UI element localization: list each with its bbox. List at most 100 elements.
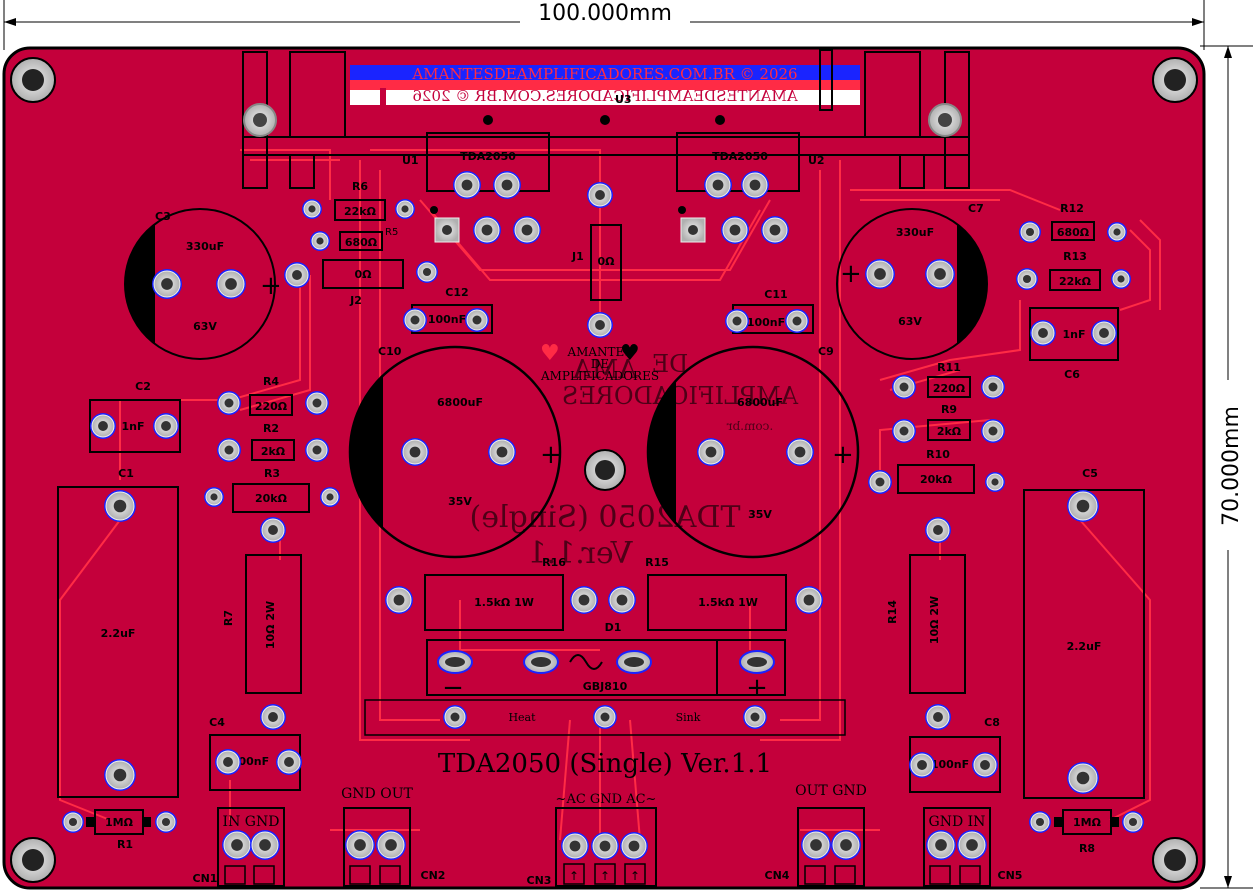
pad-hole	[224, 445, 234, 455]
pad-hole	[794, 446, 806, 458]
pad-hole	[988, 426, 998, 436]
svg-text:C2: C2	[135, 380, 151, 393]
svg-text:AMA: AMA	[572, 355, 638, 385]
svg-text:R3: R3	[264, 467, 280, 480]
svg-text:2.2uF: 2.2uF	[1067, 640, 1102, 653]
pad-hole	[521, 224, 533, 236]
resistor-r7: 10Ω 2W R7	[222, 554, 302, 694]
svg-text:22kΩ: 22kΩ	[344, 205, 377, 218]
svg-text:U2: U2	[808, 154, 825, 167]
pad-hole	[113, 499, 127, 513]
svg-text:R8: R8	[1079, 842, 1095, 855]
mount-hole-center	[584, 449, 626, 491]
svg-text:330uF: 330uF	[186, 240, 224, 253]
svg-text:R6: R6	[352, 180, 368, 193]
svg-text:CN2: CN2	[421, 869, 446, 882]
pad-hole	[225, 278, 237, 290]
svg-text:35V: 35V	[448, 495, 472, 508]
pad-hole	[899, 382, 909, 392]
svg-text:R16: R16	[542, 556, 566, 569]
pad-hole	[461, 179, 473, 191]
copper-traces	[59, 149, 1161, 841]
svg-text:Sink: Sink	[676, 711, 701, 724]
pad-hole	[312, 398, 322, 408]
svg-text:R13: R13	[1063, 250, 1087, 263]
pad-hole	[409, 446, 421, 458]
banner-mirror-text: AMANTESDEAMPLIFICADORES.COM.BR © 2026	[412, 87, 798, 105]
pad-hole	[810, 839, 822, 851]
svg-text:C5: C5	[1082, 467, 1098, 480]
pad-hole	[840, 839, 852, 851]
svg-text:35V: 35V	[748, 508, 772, 521]
resistor-r12: 680Ω R12	[1051, 202, 1095, 241]
capacitor-c1: 2.2uF C1	[57, 467, 179, 798]
resistor-r13: 22kΩ R13	[1049, 250, 1101, 291]
pad-hole	[769, 224, 781, 236]
resistor-r1: 1MΩ R1	[86, 809, 151, 851]
resistor-r15: 1.5kΩ 1W R15	[645, 556, 787, 631]
svg-text:TDA2050: TDA2050	[460, 150, 516, 163]
resistor-r5: 680Ω R5	[339, 227, 398, 251]
pad-hole	[933, 525, 943, 535]
pad-hole	[68, 817, 78, 827]
svg-text:↑: ↑	[630, 869, 640, 883]
pad-hole	[496, 446, 508, 458]
svg-text:+: +	[840, 259, 862, 289]
pad-hole	[385, 839, 397, 851]
svg-text:10Ω 2W: 10Ω 2W	[928, 596, 941, 644]
capacitor-c5: 2.2uF C5	[1023, 467, 1145, 799]
pad-hole	[875, 477, 885, 487]
svg-text:22kΩ: 22kΩ	[1059, 275, 1092, 288]
resistor-r10: 20kΩ R10	[897, 448, 975, 494]
pad-hole	[1035, 817, 1045, 827]
pad-hole	[933, 712, 943, 722]
svg-text:Ver.1.1: Ver.1.1	[528, 536, 634, 571]
svg-text:TDA2050 (Single): TDA2050 (Single)	[469, 500, 740, 535]
connector-cn5: GND IN CN5	[923, 807, 1022, 887]
mount-hole-br	[1152, 837, 1198, 883]
svg-text:OUT GND: OUT GND	[795, 783, 867, 799]
pad-hole	[1025, 227, 1035, 237]
pad-hole	[792, 316, 802, 326]
svg-text:20kΩ: 20kΩ	[920, 473, 953, 486]
svg-text:680Ω: 680Ω	[345, 236, 378, 249]
svg-text:J2: J2	[349, 294, 362, 307]
mount-hole-tl	[10, 57, 56, 103]
pad-hole	[599, 840, 611, 852]
pin1-marker	[678, 206, 686, 214]
connector-cn2: GND OUT CN2	[341, 786, 446, 887]
pad-hole	[98, 421, 108, 431]
svg-text:+: +	[746, 673, 768, 703]
svg-text:2.2uF: 2.2uF	[101, 627, 136, 640]
svg-text:−: −	[442, 673, 464, 703]
pad-hole	[600, 712, 610, 722]
svg-text:CN1: CN1	[193, 872, 218, 885]
svg-text:C1: C1	[118, 467, 134, 480]
svg-text:R4: R4	[263, 375, 279, 388]
pad-hole	[747, 657, 767, 667]
pad-hole	[1038, 328, 1048, 338]
svg-text:R9: R9	[941, 403, 957, 416]
pad-hole	[410, 315, 420, 325]
pad-hole	[732, 316, 742, 326]
pin1-marker	[430, 206, 438, 214]
svg-text:0Ω: 0Ω	[597, 255, 615, 268]
pad-hole	[401, 205, 409, 213]
pad-hole	[326, 493, 334, 501]
pad-hole	[210, 493, 218, 501]
pad-hole	[472, 315, 482, 325]
svg-text:R15: R15	[645, 556, 669, 569]
svg-text:220Ω: 220Ω	[933, 382, 966, 395]
pad-hole	[481, 224, 493, 236]
pad-hole	[284, 757, 294, 767]
svg-text:63V: 63V	[898, 315, 922, 328]
pad-hole	[1117, 275, 1125, 283]
svg-text:C3: C3	[155, 210, 171, 223]
pad-hole	[316, 237, 324, 245]
capacitor-c7: C7 330uF 63V +	[836, 202, 988, 360]
pad-hole	[595, 190, 605, 200]
pad-hole	[223, 757, 233, 767]
pad-hole	[874, 268, 886, 280]
u3-label: U3	[615, 93, 632, 106]
pad-hole	[578, 594, 590, 606]
